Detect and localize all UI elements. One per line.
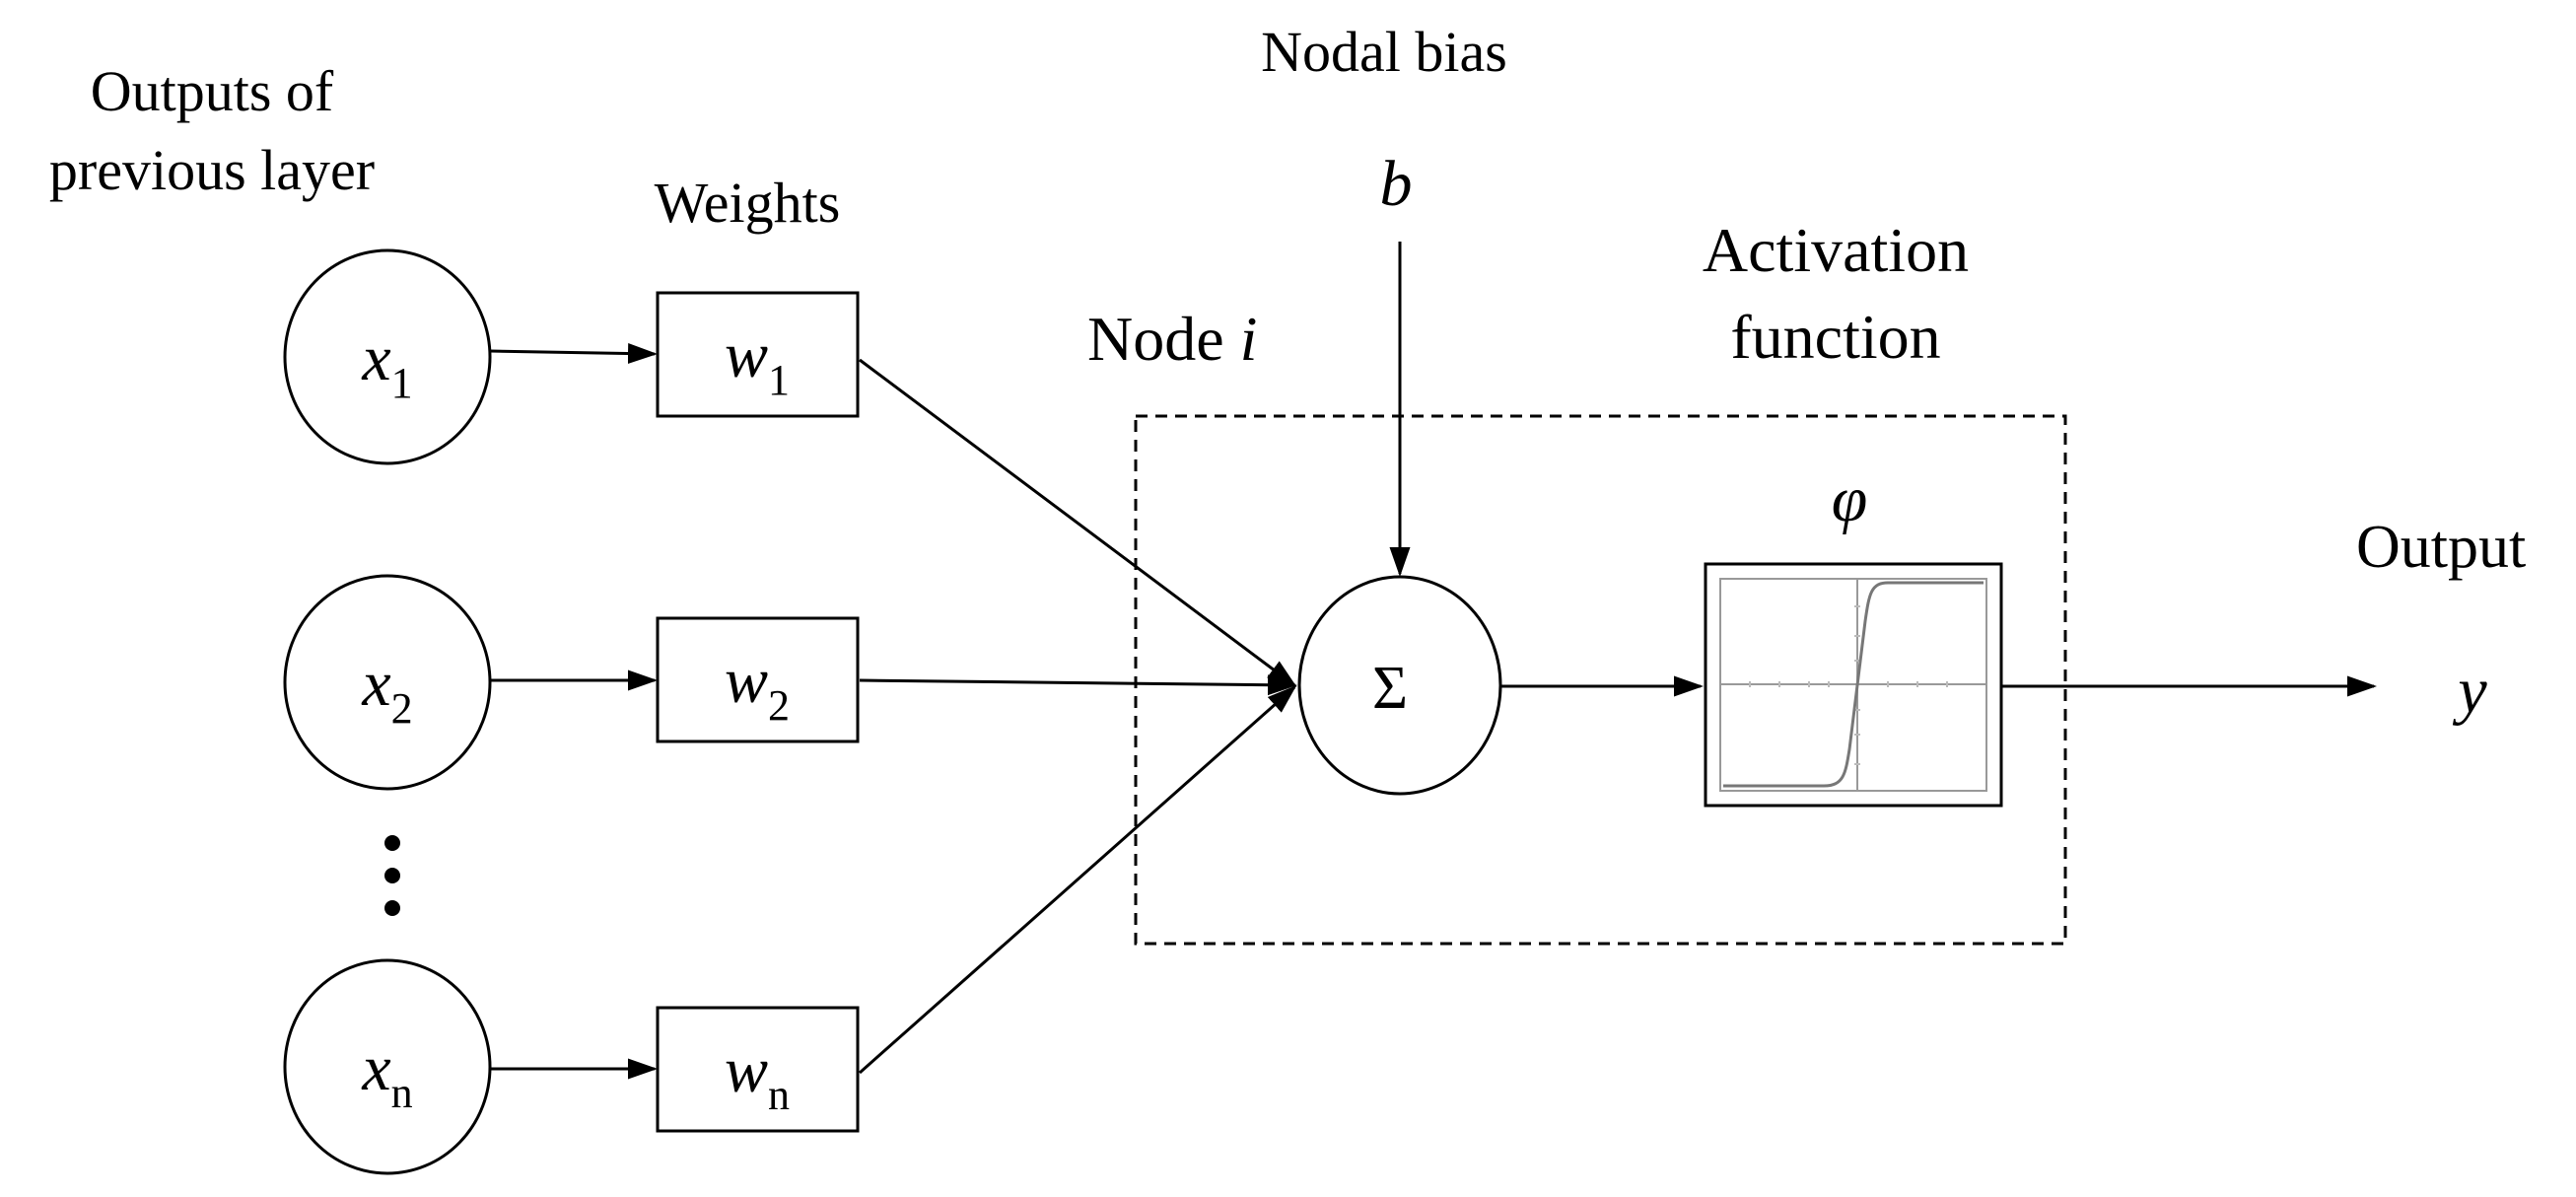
bias-symbol: b xyxy=(1380,148,1413,220)
node-boundary xyxy=(1134,414,2067,946)
input-node-x1: x1 xyxy=(283,248,492,465)
activation-function-box xyxy=(1704,562,2003,808)
arrow-wn-sum xyxy=(859,685,1297,1075)
sigmoid-curve xyxy=(1723,581,1984,788)
previous-layer-label: previous layer xyxy=(49,138,375,202)
svg-text:x1: x1 xyxy=(361,322,412,407)
input-node-xn: xn xyxy=(283,958,492,1175)
activation-label: Activation xyxy=(1703,215,1969,285)
svg-text:w1: w1 xyxy=(725,319,790,404)
svg-text:w2: w2 xyxy=(725,645,790,730)
svg-text:xn: xn xyxy=(361,1032,412,1117)
phi-symbol: φ xyxy=(1832,463,1868,535)
output-label: Output xyxy=(2356,514,2526,581)
outputs-of-label: Outputs of xyxy=(91,59,334,123)
ellipsis-dots xyxy=(384,835,400,916)
weight-box-w2: w2 xyxy=(656,616,860,743)
svg-text:wn: wn xyxy=(725,1034,790,1119)
arrow-w1-sum xyxy=(859,358,1297,687)
weight-box-w1: w1 xyxy=(656,291,860,418)
input-node-x2: x2 xyxy=(283,574,492,791)
svg-text:x2: x2 xyxy=(361,648,412,733)
weight-box-wn: wn xyxy=(656,1006,860,1133)
arrow-x1-w1 xyxy=(489,343,658,365)
sum-symbol: Σ xyxy=(1372,655,1408,722)
function-label: function xyxy=(1730,302,1940,372)
weights-label: Weights xyxy=(655,171,841,235)
output-symbol: y xyxy=(2452,655,2487,727)
arrow-w2-sum xyxy=(859,674,1297,696)
nodal-bias-label: Nodal bias xyxy=(1261,20,1507,84)
summation-node: Σ xyxy=(1297,575,1502,796)
